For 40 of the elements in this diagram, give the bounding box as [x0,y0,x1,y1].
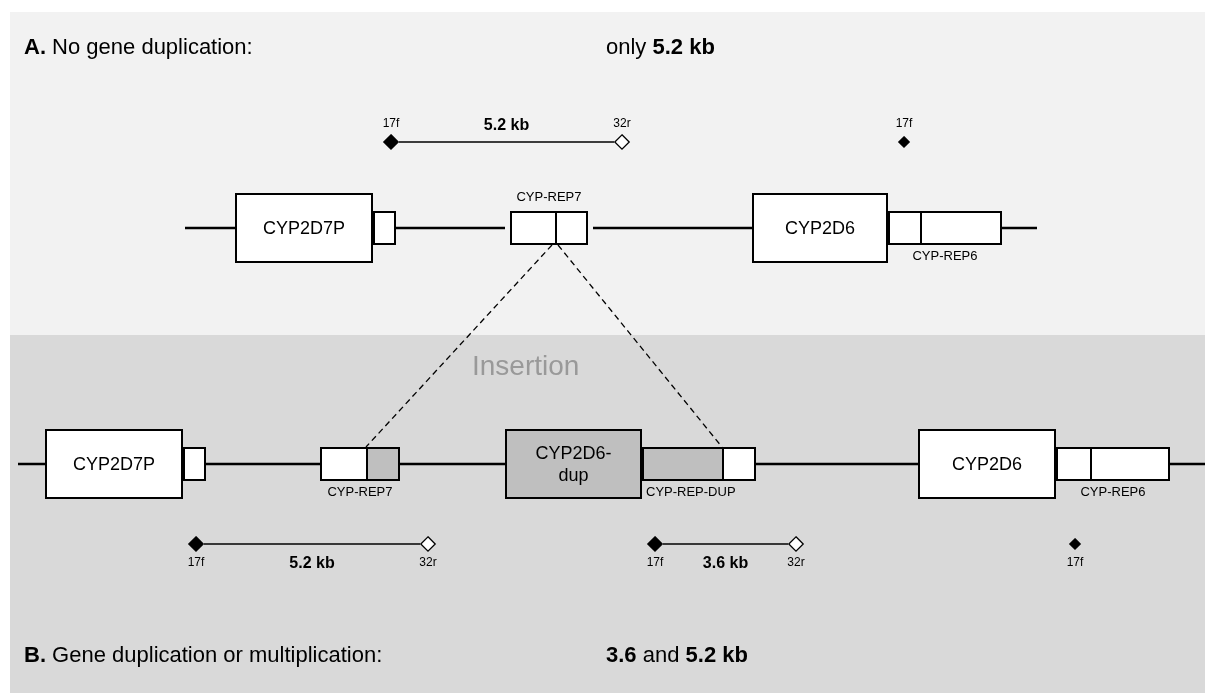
chromosome-line [18,462,45,466]
repeat-label: CYP-REP6 [1079,484,1147,499]
chromosome-line [185,226,235,230]
amplicon-line [203,543,421,545]
chromosome-line [1170,462,1205,466]
chromosome-line [756,462,918,466]
repeat-label: CYP-REP6 [911,248,979,263]
primer-label: 32r [612,116,632,130]
primer-label: 17f [186,555,206,569]
repeat-label: CYP-REP7 [326,484,394,499]
primer-label: 17f [894,116,914,130]
chromosome-line [593,226,752,230]
repeat-label: CYP-REP-DUP [646,484,736,499]
primer-label: 17f [1065,555,1085,569]
amplicon-line [398,141,615,143]
panel-background [10,12,1205,335]
chromosome-line [400,462,505,466]
gene-box: CYP2D6-dup [505,429,642,499]
panel-heading: A. No gene duplication: [24,34,253,60]
panel-heading: B. Gene duplication or multiplication: [24,642,383,668]
gene-box: CYP2D7P [45,429,183,499]
panel-background [10,335,1205,693]
result-text: 3.6 and 5.2 kb [606,642,748,668]
primer-label: 32r [786,555,806,569]
primer-label: 17f [645,555,665,569]
dashed-line [365,244,553,448]
chromosome-line [206,462,320,466]
result-text: only 5.2 kb [606,34,715,60]
gene-box: CYP2D6 [918,429,1056,499]
primer-label: 32r [418,555,438,569]
gene-box: CYP2D6 [752,193,888,263]
gene-box: CYP2D7P [235,193,373,263]
insertion-label: Insertion [472,350,580,382]
amplicon-line [662,543,789,545]
chromosome-line [396,226,505,230]
exon-box [183,447,206,481]
repeat-label: CYP-REP7 [515,189,583,204]
chromosome-line [1002,226,1037,230]
primer-label: 17f [381,116,401,130]
exon-box [373,211,396,245]
